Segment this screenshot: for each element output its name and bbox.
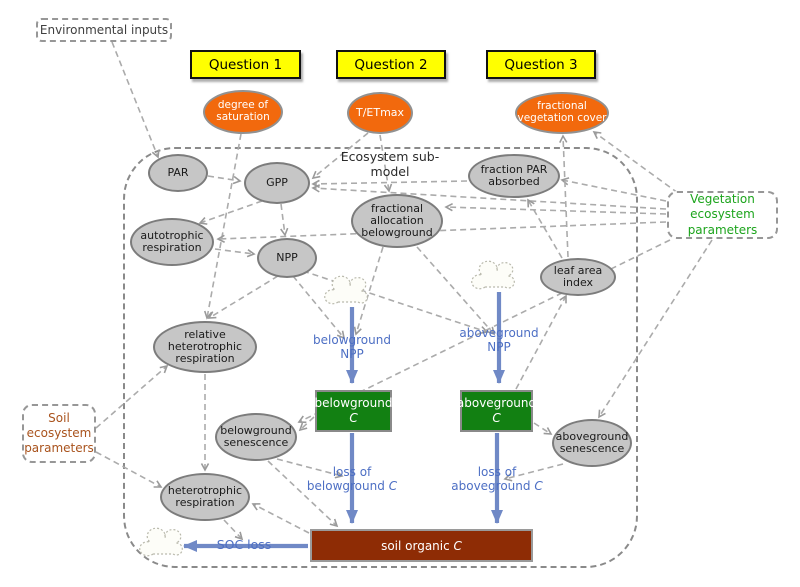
vegetation-ecosystem-parameters-box: Vegetation ecosystem parameters [667,191,778,239]
fractional-allocation-belowground-node: fractional allocation belowground [351,194,443,248]
par-node: PAR [148,154,208,192]
environmental-inputs-label: Environmental inputs [39,23,169,37]
heterotrophic-respiration-node: heterotrophic respiration [160,473,250,521]
relative-heterotrophic-respiration-node: relative heterotrophic respiration [153,321,257,373]
aboveground-c-stock: aboveground C [457,390,536,432]
soil-organic-c-stock: soil organic C [310,529,533,562]
leaf-area-index-node: leaf area index [540,258,616,296]
soil-ecosystem-parameters-box: Soil ecosystem parameters [22,404,96,463]
environmental-inputs-box: Environmental inputs [36,18,172,42]
question-3-label: Question 3 [504,56,578,73]
autotrophic-respiration-node: autotrophic respiration [130,218,214,266]
npp-node: NPP [257,238,317,278]
question-1-box: Question 1 [190,50,301,79]
fractional-vegetation-cover-node: fractional vegetation cover [515,92,609,134]
question-2-box: Question 2 [336,50,446,79]
belowground-npp-flow-label: belowground NPP [313,333,391,362]
fraction-par-absorbed-node: fraction PAR absorbed [468,154,560,198]
loss-of-belowground-c-flow-label: loss of belowground C [306,465,398,494]
t-etmax-node: T/ETmax [347,92,413,134]
belowground-senescence-node: belowground senescence [215,413,297,461]
ecosystem-submodel-title: Ecosystem sub-model [340,149,440,179]
dashed-edge [111,41,160,159]
loss-of-aboveground-c-flow-label: loss of aboveground C [451,465,543,494]
aboveground-npp-flow-label: aboveground NPP [459,326,539,355]
belowground-c-stock: belowground C [315,390,392,432]
gpp-node: GPP [244,162,310,204]
question-1-label: Question 1 [208,56,283,73]
degree-of-saturation-node: degree of saturation [203,90,283,134]
aboveground-senescence-node: aboveground senescence [552,419,632,467]
question-2-label: Question 2 [354,56,428,73]
question-3-box: Question 3 [486,50,596,79]
soc-loss-flow-label: SOC loss [216,537,272,552]
